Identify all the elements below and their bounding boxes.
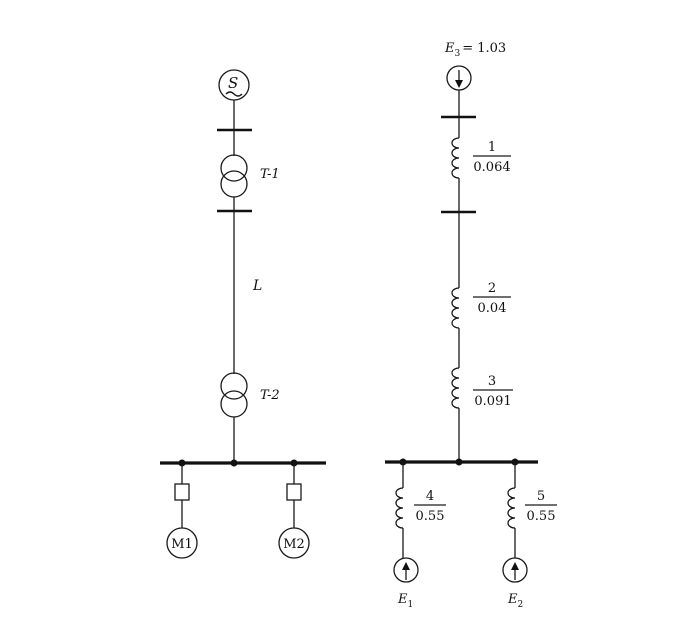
- e3-symbol: E: [444, 41, 455, 56]
- motor-m1-label: M1: [171, 537, 193, 552]
- reactance-1-coil: [451, 137, 460, 179]
- e1-source-circle: [393, 557, 419, 583]
- source-e3: [446, 65, 472, 91]
- e2-source-circle: [502, 557, 528, 583]
- reactance-5-number: 5: [537, 489, 545, 504]
- arrow-up-icon: [402, 562, 410, 570]
- left-power-system-diagram: S T-1 L T-2: [160, 69, 326, 559]
- t1-label: T-1: [260, 167, 280, 182]
- t2-winding-lower: [220, 390, 248, 418]
- source-e2: [502, 557, 528, 583]
- t2-label: T-2: [260, 388, 280, 403]
- motor-m2-circle: [278, 527, 310, 559]
- e2-label: E2: [507, 592, 523, 610]
- reactance-4-number: 4: [426, 489, 434, 504]
- e2-subscript: 2: [518, 600, 524, 610]
- reactance-2-number: 2: [488, 281, 496, 296]
- tilde-icon: [225, 91, 243, 97]
- e2-symbol: E: [507, 592, 518, 607]
- transformer-t1: T-1: [220, 154, 280, 198]
- arrow-down-icon: [455, 80, 463, 88]
- source-e1: [393, 557, 419, 583]
- motor-m2-label: M2: [283, 537, 305, 552]
- e1-subscript: 1: [408, 600, 414, 610]
- t2-winding-upper: [220, 372, 248, 400]
- motor-m1-feeder: M1: [166, 463, 198, 559]
- e3-label: E3= 1.03: [444, 41, 506, 59]
- e3-subscript: 3: [455, 49, 461, 59]
- bus-node-center: [230, 459, 238, 467]
- reactance-5-value: 0.55: [527, 509, 556, 524]
- generator-source: S: [218, 69, 250, 101]
- line-label: L: [252, 278, 262, 294]
- reactance-4-coil: [395, 487, 404, 529]
- e1-symbol: E: [397, 592, 408, 607]
- transformer-t2: T-2: [220, 372, 280, 418]
- reactance-1-number: 1: [488, 140, 496, 155]
- reactance-3-value: 0.091: [474, 394, 511, 409]
- reactance-3-coil: [451, 367, 460, 409]
- reactance-3-number: 3: [488, 374, 496, 389]
- m2-breaker: [286, 483, 302, 501]
- t1-winding-lower: [220, 170, 248, 198]
- e3-value: = 1.03: [462, 41, 506, 56]
- arrow-up-icon: [511, 562, 519, 570]
- motor-m1-circle: [166, 527, 198, 559]
- reactance-2-coil: [451, 287, 460, 329]
- source-label: S: [228, 74, 238, 92]
- e1-label: E1: [397, 592, 413, 610]
- reactance-2-value: 0.04: [478, 301, 507, 316]
- motor-m2-feeder: M2: [278, 463, 310, 559]
- m1-breaker: [174, 483, 190, 501]
- right-reactance-diagram: E3= 1.03 1 0.064 2 0.04 3 0.091: [385, 41, 557, 610]
- reactance-5-coil: [507, 487, 516, 529]
- reactance-4-value: 0.55: [416, 509, 445, 524]
- bus-node-center-right: [455, 458, 463, 466]
- reactance-1-value: 0.064: [473, 160, 510, 175]
- t1-winding-upper: [220, 154, 248, 182]
